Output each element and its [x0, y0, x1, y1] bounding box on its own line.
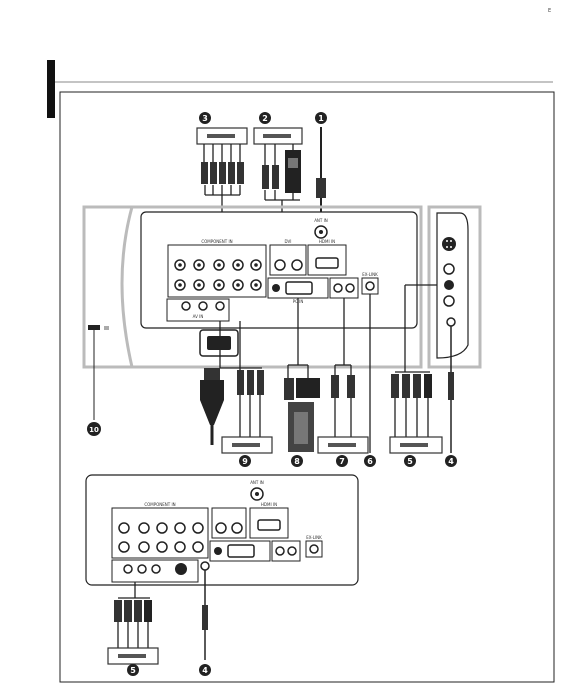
- ant-in-jack: ANT IN: [314, 218, 328, 239]
- svg-text:3: 3: [202, 114, 208, 123]
- inset-hdmi-port: [257, 519, 281, 531]
- svg-text:ANT IN: ANT IN: [314, 218, 328, 223]
- svg-text:10: 10: [89, 426, 99, 434]
- inset-headphone-cable: [202, 570, 208, 660]
- callout-9: 9: [239, 455, 251, 467]
- svg-text:AV IN: AV IN: [193, 314, 204, 319]
- svg-text:EX-LINK: EX-LINK: [306, 535, 322, 540]
- svg-text:COMPONENT IN: COMPONENT IN: [144, 502, 175, 507]
- dvi-audio-block: [269, 244, 307, 276]
- inset-cables-5: [117, 582, 150, 650]
- callout-2: 2: [259, 112, 271, 124]
- callout-4: 4: [445, 455, 457, 467]
- cables-7: [334, 298, 352, 437]
- side-audio-r-jack: [443, 295, 455, 307]
- inset-aux-jack: [200, 561, 210, 571]
- inset-audio-out-block: [271, 540, 301, 562]
- inset-s-video-jack: [175, 563, 187, 575]
- component-in-label: COMPONENT IN: [201, 239, 232, 244]
- svg-text:7: 7: [339, 457, 345, 466]
- section-tab: [47, 60, 55, 118]
- tv-back-curve: [120, 206, 134, 368]
- headphone-cable: [448, 326, 454, 453]
- svg-text:EX-LINK: EX-LINK: [362, 272, 378, 277]
- cables-8: [287, 298, 309, 378]
- headphone-jack: [446, 317, 456, 327]
- power-button: [88, 325, 100, 330]
- hdmi-port: [315, 257, 339, 269]
- svg-text:5: 5: [407, 457, 413, 466]
- callout-10: 10: [87, 422, 101, 436]
- svg-text:4: 4: [202, 666, 208, 675]
- svg-text:ANT IN: ANT IN: [250, 480, 264, 485]
- side-panel-outline: [427, 205, 482, 369]
- svg-text:9: 9: [242, 457, 248, 466]
- s-video-jack: [442, 237, 456, 251]
- svg-text:8: 8: [294, 457, 300, 466]
- svg-text:1: 1: [318, 114, 324, 123]
- cables-5: [394, 284, 437, 437]
- inset-ant-in-jack: ANT IN: [250, 480, 264, 501]
- power-cord: [200, 368, 224, 445]
- pc-port: [285, 281, 313, 295]
- callout-8: 8: [291, 455, 303, 467]
- svg-text:5: 5: [130, 666, 136, 675]
- inset-callout-5: 5: [127, 664, 139, 676]
- device-box-3: [196, 127, 248, 145]
- inset-dvi-block: [211, 507, 247, 539]
- callout-3: 3: [199, 112, 211, 124]
- page-corner-label: E: [548, 8, 551, 14]
- svg-text:4: 4: [448, 457, 454, 466]
- plugs-3: [201, 162, 244, 184]
- side-video-jack: [443, 263, 455, 275]
- tv-back-outline: [82, 205, 423, 369]
- plugs-2: [262, 150, 301, 193]
- side-audio-l-jack: [444, 280, 454, 290]
- svg-text:HDMI IN: HDMI IN: [261, 502, 277, 507]
- svg-text:2: 2: [262, 114, 268, 123]
- svg-text:DVI: DVI: [285, 239, 292, 244]
- svg-text:HDMI IN: HDMI IN: [319, 239, 335, 244]
- inset-callout-4: 4: [199, 664, 211, 676]
- cables-9: [219, 321, 262, 437]
- callout-5: 5: [404, 455, 416, 467]
- device-box-2: [253, 127, 303, 145]
- callout-1: 1: [315, 112, 327, 124]
- diagram-frame: [59, 91, 555, 683]
- pc-audio-jack: [272, 284, 280, 292]
- callout-7: 7: [336, 455, 348, 467]
- svg-text:6: 6: [367, 457, 373, 466]
- callout-6: 6: [364, 455, 376, 467]
